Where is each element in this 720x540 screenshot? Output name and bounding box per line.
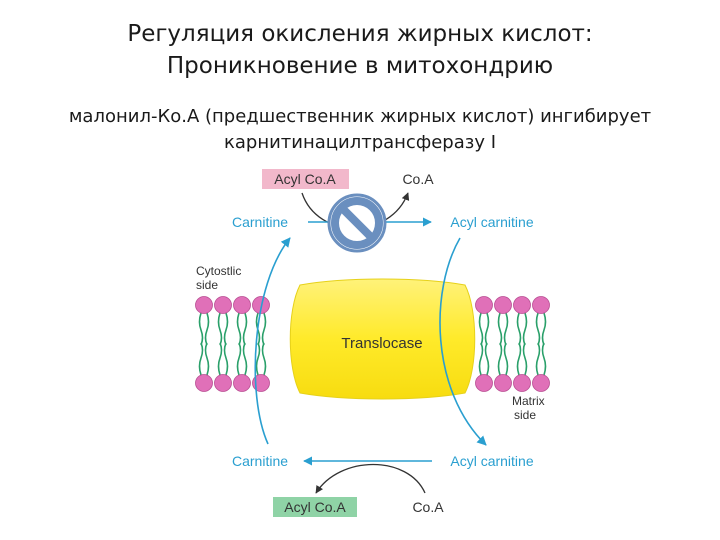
lipid-tail xyxy=(217,342,223,376)
subtitle-line-2: карнитинацилтрансферазу I xyxy=(223,132,496,153)
lipid-tail xyxy=(204,342,210,376)
title-line-2: Проникновение в митохондрию xyxy=(166,53,554,79)
cytosolic-side-label-1: Cytostlic xyxy=(196,264,241,278)
translocase-label: Translocase xyxy=(341,335,422,352)
lipid-tail xyxy=(223,342,229,376)
lipid-head xyxy=(494,296,512,314)
acyl-coa-top-label: Acyl Co.A xyxy=(274,171,336,187)
coa-top-label: Co.A xyxy=(402,171,434,187)
carnitine-bottom-label: Carnitine xyxy=(232,453,288,469)
lipid-head xyxy=(494,374,512,392)
lipid-tail xyxy=(255,342,261,376)
lipid-head xyxy=(233,296,251,314)
lipid-head xyxy=(475,296,493,314)
title-line-1: Регуляция окисления жирных кислот: xyxy=(127,21,593,47)
lipid-tail xyxy=(484,312,490,346)
inhibition-sign-icon xyxy=(327,193,387,253)
subtitle-line-1: малонил-Ко.А (предшественник жирных кисл… xyxy=(68,106,652,127)
lipid-tail xyxy=(503,312,509,346)
cytosolic-side-label-2: side xyxy=(196,278,218,292)
lipid-head xyxy=(532,374,550,392)
lipid-head xyxy=(513,374,531,392)
lipid-tail xyxy=(522,312,528,346)
lipid-tail xyxy=(242,342,248,376)
lipid-head xyxy=(513,296,531,314)
lipid-tail xyxy=(198,312,204,346)
coa-to-acyl-coa-arrow xyxy=(315,464,426,494)
lipid-tail xyxy=(198,342,204,376)
acyl-coa-bottom-box xyxy=(273,497,357,517)
lipid-head xyxy=(233,374,251,392)
lipid-tail xyxy=(484,342,490,376)
lipid-tail xyxy=(503,342,509,376)
lipid-tail xyxy=(223,312,229,346)
lipid-bilayer xyxy=(195,296,550,392)
lipid-tail xyxy=(217,312,223,346)
acyl-coa-bottom-label: Acyl Co.A xyxy=(284,499,346,515)
carnitine-return-arrow xyxy=(254,237,291,445)
lipid-tail xyxy=(497,342,503,376)
lipid-tail xyxy=(516,342,522,376)
matrix-side-label-1: Matrix xyxy=(512,394,545,408)
lipid-tail xyxy=(236,312,242,346)
slide-subtitle: малонил-Ко.А (предшественник жирных кисл… xyxy=(20,104,700,156)
lipid-head xyxy=(214,374,232,392)
lipid-tail xyxy=(204,312,210,346)
lipid-tail xyxy=(261,342,267,376)
lipid-tail xyxy=(242,312,248,346)
lipid-tail xyxy=(535,342,541,376)
acyl-carnitine-import-arrow xyxy=(439,237,487,446)
acyl-coa-top-box xyxy=(262,169,349,189)
lipid-tail xyxy=(516,312,522,346)
acyl-carnitine-top-label: Acyl carnitine xyxy=(450,214,533,230)
lipid-head xyxy=(252,374,270,392)
lipid-head xyxy=(214,296,232,314)
slide-title: Регуляция окисления жирных кислот: Прони… xyxy=(0,18,720,82)
coa-bottom-label: Co.A xyxy=(412,499,444,515)
lipid-tail xyxy=(236,342,242,376)
translocase-protein xyxy=(289,278,476,400)
lipid-tail xyxy=(478,312,484,346)
carnitine-top-label: Carnitine xyxy=(232,214,288,230)
lipid-tail xyxy=(497,312,503,346)
lipid-tail xyxy=(535,312,541,346)
lipid-head xyxy=(195,296,213,314)
lipid-head xyxy=(475,374,493,392)
lipid-tail xyxy=(522,342,528,376)
lipid-head xyxy=(532,296,550,314)
acyl-carnitine-bottom-label: Acyl carnitine xyxy=(450,453,533,469)
lipid-tail xyxy=(261,312,267,346)
lipid-tail xyxy=(541,312,547,346)
lipid-tail xyxy=(541,342,547,376)
lipid-head xyxy=(195,374,213,392)
lipid-tail xyxy=(478,342,484,376)
matrix-side-label-2: side xyxy=(514,408,536,422)
